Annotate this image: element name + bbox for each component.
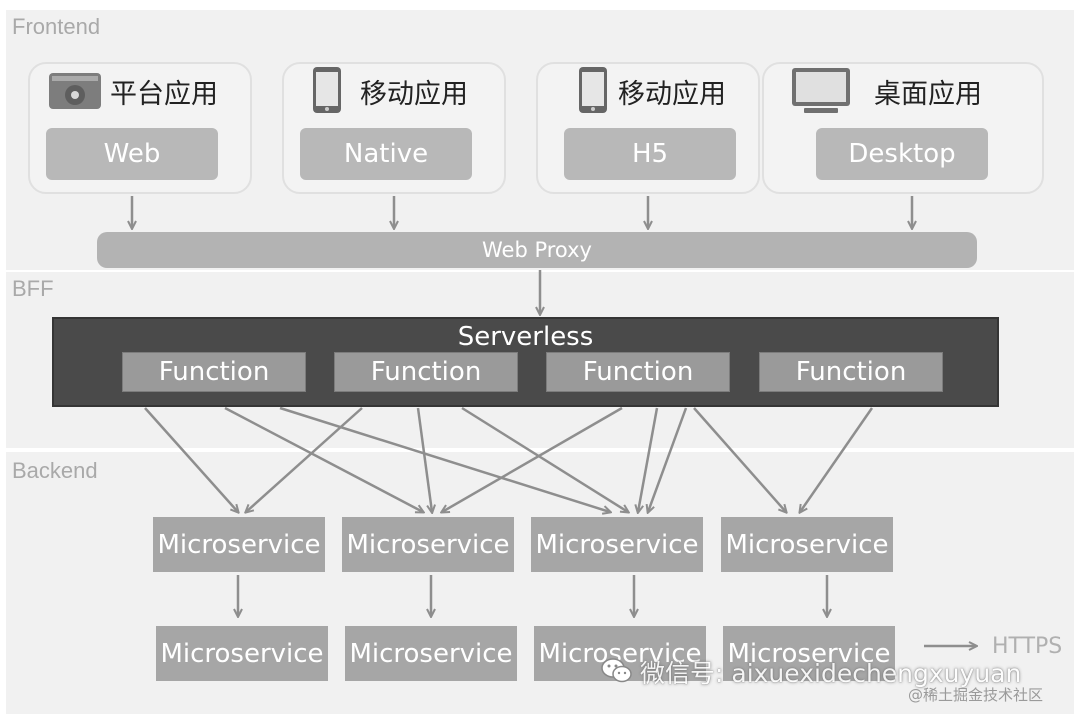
arrow-fn3-to-ms3 bbox=[638, 407, 659, 512]
legend-https-label: HTTPS bbox=[992, 634, 1063, 659]
serverless-title: Serverless bbox=[457, 322, 594, 352]
arrow-fn2-to-ms1 bbox=[246, 407, 363, 512]
web-proxy-bar: Web Proxy bbox=[97, 232, 977, 268]
microservice-box: Microservice bbox=[342, 517, 514, 572]
frontend-card-title: 移动应用 bbox=[618, 79, 726, 110]
phone-icon bbox=[579, 67, 607, 113]
phone-icon bbox=[313, 67, 341, 113]
frontend-card-title: 桌面应用 bbox=[874, 79, 982, 110]
arrow-fn4-to-ms4 bbox=[800, 407, 874, 512]
tech-pill-desktop: Desktop bbox=[816, 128, 988, 180]
wechat-watermark: 微信号: aixuexidechengxuyuan bbox=[640, 659, 1022, 688]
backend-layer-label: Backend bbox=[12, 458, 98, 483]
tech-pill-native: Native bbox=[300, 128, 472, 180]
community-watermark: @稀土掘金技术社区 bbox=[908, 686, 1044, 704]
tech-pill-web: Web bbox=[46, 128, 218, 180]
tech-pill-h5: H5 bbox=[564, 128, 736, 180]
function-box: Function bbox=[334, 352, 518, 392]
arrow-fn2-to-ms3 bbox=[461, 406, 628, 512]
arrow-fn2-to-ms2 bbox=[416, 407, 432, 512]
function-box: Function bbox=[759, 352, 943, 392]
function-box: Function bbox=[546, 352, 730, 392]
bff-layer-label: BFF bbox=[12, 276, 54, 301]
microservice-box: Microservice bbox=[531, 517, 703, 572]
microservice-box: Microservice bbox=[345, 626, 517, 681]
arrow-fn3-to-ms4 bbox=[693, 407, 786, 512]
arrow-fn1-to-ms3 bbox=[279, 406, 610, 512]
browser-icon bbox=[49, 73, 101, 109]
arrow-fn1-to-ms2 bbox=[224, 406, 423, 512]
arrow-fn4-to-ms3 bbox=[648, 407, 688, 512]
microservice-box: Microservice bbox=[156, 626, 328, 681]
function-box: Function bbox=[122, 352, 306, 392]
microservice-box: Microservice bbox=[721, 517, 893, 572]
wechat-icon bbox=[601, 658, 632, 683]
arrow-fn3-to-ms2 bbox=[442, 406, 623, 512]
frontend-layer-label: Frontend bbox=[12, 14, 101, 39]
frontend-card-title: 移动应用 bbox=[360, 79, 468, 110]
frontend-card-title: 平台应用 bbox=[110, 79, 218, 110]
monitor-icon bbox=[792, 68, 850, 113]
arrow-fn1-to-ms1 bbox=[144, 407, 238, 512]
microservice-box: Microservice bbox=[153, 517, 325, 572]
microservice-box: Microservice bbox=[723, 626, 895, 681]
